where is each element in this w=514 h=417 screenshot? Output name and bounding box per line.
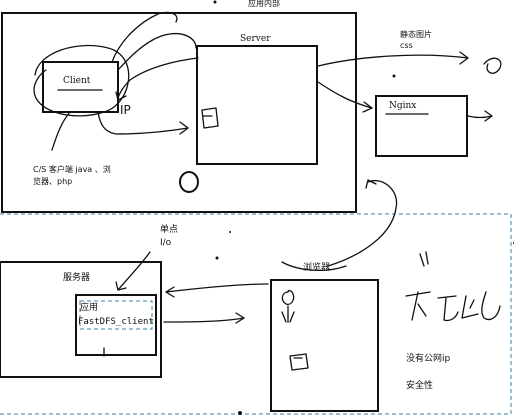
label-single-point-line1: 单点 [160,225,179,235]
label-server-cn: 服务器 [63,273,91,283]
browser-to-server-arrow [165,283,269,293]
fastdfs-client-box [75,294,157,356]
server-cn-box [0,261,162,378]
arrowhead-to-browser [235,312,245,324]
label-no-public-ip: 没有公网ip [406,354,451,364]
label-browser: 浏览器 [303,263,331,273]
arrowhead-nginx [362,101,373,113]
server-square-doodle [201,107,219,129]
server-to-client-arrow [117,57,199,99]
browser-label-curve [281,261,347,271]
label-app-internal: 应用内部 [248,0,280,8]
arrowhead-to-server [165,286,175,298]
cs-pointer-line [51,111,71,151]
label-cs-line1: C/S 客户端 java 、浏 [33,165,111,174]
single-point-arrow [117,251,151,291]
label-static-files-line1: 静态图片 [400,30,432,39]
network-boundary-dashed [0,213,512,415]
arrowhead-server-right [179,121,189,135]
app-internal-box [1,12,357,213]
browser-to-nginx-curve [327,180,398,267]
client-ellipse-scribble [33,44,130,117]
arrowhead-static [459,51,469,65]
fastdfs-inner-dashed [79,300,153,330]
stick-figure [281,289,295,323]
browser-box [270,279,379,412]
browser-square-doodle [289,353,309,371]
label-nginx: Nginx [389,101,417,111]
client-up-curve-2 [117,32,197,71]
server-to-nginx-arrow [317,81,373,109]
dot-bottom [238,411,242,415]
server-to-static-arrow [317,54,469,67]
client-to-server-arrow [97,111,189,135]
server-box [196,45,318,165]
label-single-point-line2: I/o [160,238,172,248]
label-server: Server [240,34,271,44]
client-box [42,61,119,113]
label-static-files-line2: css [400,41,413,50]
label-fastdfs-client: FastDFS_client [78,317,154,327]
static-scribble [483,57,502,74]
arrowhead-client-left [115,91,127,101]
arrowhead-nginx-out [484,110,493,122]
fastdfs-to-browser-arrow [163,317,245,323]
handwritten-not-allowed [405,291,501,322]
label-cs-line2: 览器、php [33,177,73,186]
label-security: 安全性 [406,381,434,391]
doodle-vertical-marks [419,251,429,267]
dot-static [392,74,396,78]
arrowhead-up [365,179,377,189]
dot-top [213,0,217,4]
nginx-out-arrow [467,115,493,119]
arrowhead-single-point [115,281,127,291]
small-ellipse [179,171,199,193]
label-ip: IP [120,103,131,117]
nginx-box [375,95,468,157]
label-app: 应用 [80,303,99,313]
label-client: Client [63,76,91,86]
client-up-curve-1 [111,11,178,63]
dot-tiny-1 [229,231,231,233]
dot-middle [215,256,219,260]
